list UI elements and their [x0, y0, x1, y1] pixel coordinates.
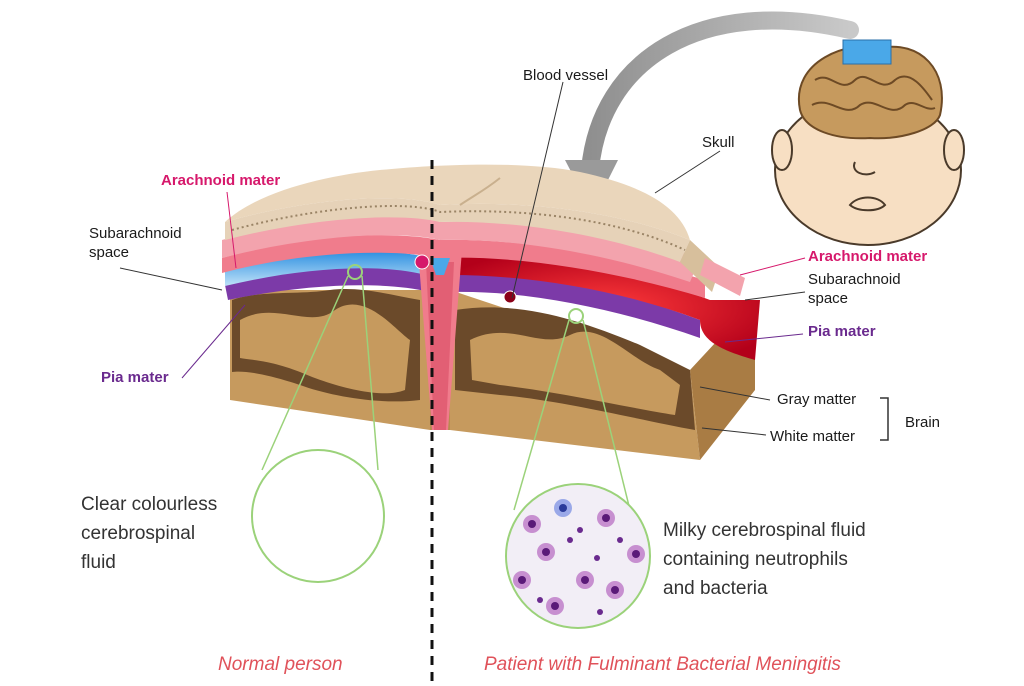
label-arachnoid-left: Arachnoid mater	[161, 172, 281, 189]
label-blood-vessel: Blood vessel	[523, 67, 609, 84]
label-subarachnoid-left: Subarachnoid space	[89, 224, 182, 262]
csf-normal-text: Clear colourless cerebrospinal fluid	[81, 490, 217, 577]
csf-meningitis-line3: and bacteria	[663, 578, 768, 599]
magnify-spot-right	[568, 308, 584, 324]
brain-bracket	[880, 397, 889, 441]
mouth	[848, 196, 887, 212]
blood-vessel-left	[414, 254, 430, 270]
csf-normal-line2: cerebrospinal	[81, 523, 196, 544]
label-subarachnoid-right-line2: space	[808, 290, 849, 307]
label-arachnoid-right: Arachnoid mater	[808, 248, 928, 265]
label-pia-left: Pia mater	[101, 369, 169, 386]
skull-bone-layer	[225, 198, 690, 262]
label-pia-right: Pia mater	[808, 323, 876, 340]
label-brain: Brain	[905, 414, 941, 431]
label-subarachnoid-right: Subarachnoid space	[808, 270, 901, 308]
label-gray-matter: Gray matter	[777, 391, 857, 408]
caption-normal: Normal person	[218, 654, 343, 675]
csf-meningitis-line2: containing neutrophils	[663, 549, 848, 570]
head-highlight-box	[842, 39, 892, 65]
csf-meningitis-line1: Milky cerebrospinal fluid	[663, 520, 866, 541]
csf-inflamed-layer	[450, 256, 760, 360]
csf-normal-line1: Clear colourless	[81, 494, 218, 515]
label-subarachnoid-right-line1: Subarachnoid	[808, 271, 901, 288]
csf-normal-circle	[251, 449, 385, 583]
blood-vessel-right	[503, 290, 517, 304]
label-subarachnoid-left-line1: Subarachnoid	[89, 225, 182, 242]
magnify-spot-left	[347, 264, 363, 280]
pointer-arrow	[581, 11, 859, 179]
caption-patient: Patient with Fulminant Bacterial Meningi…	[484, 654, 841, 675]
brain-block	[222, 164, 760, 460]
label-white-matter: White matter	[770, 428, 856, 445]
head-illustration	[771, 39, 965, 246]
neutrophils-and-bacteria	[513, 499, 645, 615]
csf-normal-line3: fluid	[81, 552, 116, 573]
skull-top	[225, 164, 690, 240]
label-subarachnoid-left-line2: space	[89, 244, 130, 261]
brain-on-head	[797, 45, 943, 140]
label-skull: Skull	[702, 134, 735, 151]
nose	[853, 161, 876, 176]
csf-meningitis-text: Milky cerebrospinal fluid containing neu…	[663, 516, 866, 603]
